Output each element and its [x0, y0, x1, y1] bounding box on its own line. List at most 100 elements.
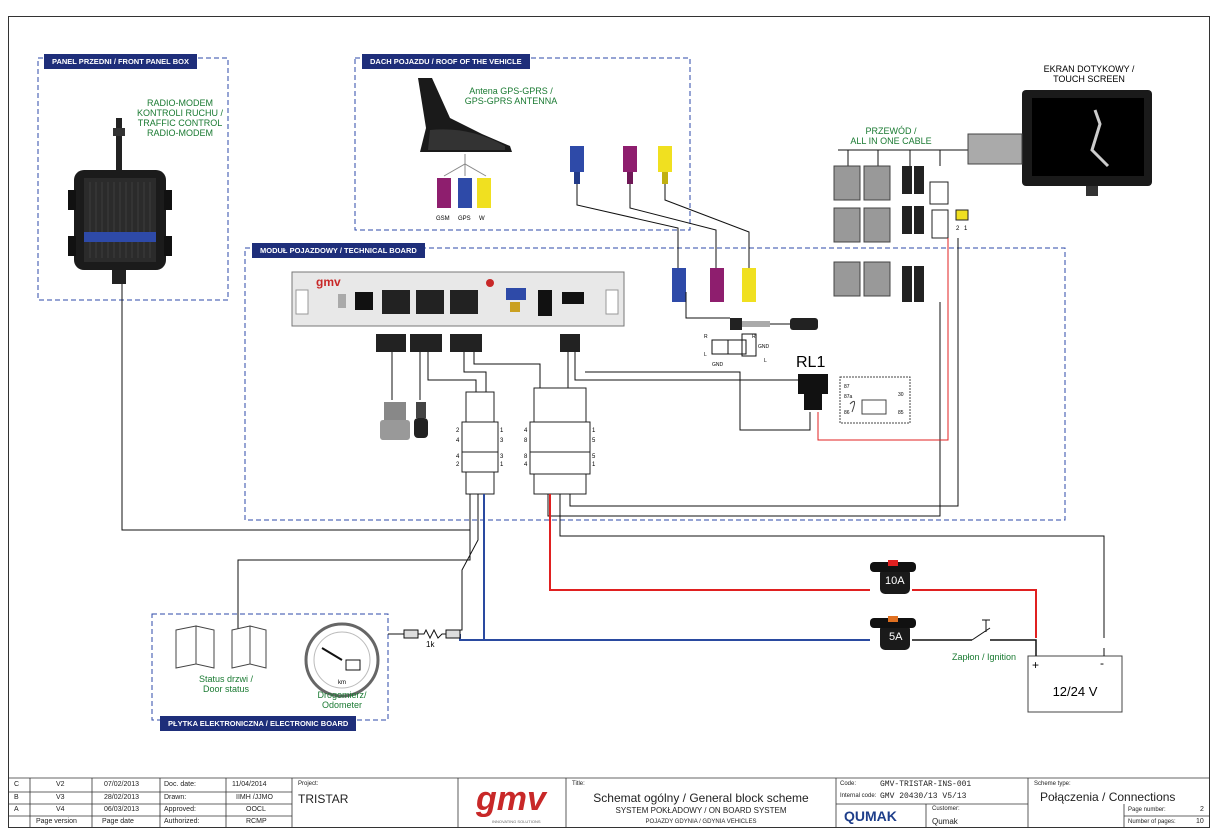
radio-modem-line: RADIO-MODEM [147, 128, 213, 138]
technical-board-label: MODUŁ POJAZDOWY / TECHNICAL BOARD [252, 243, 425, 258]
code-label: Code: [840, 781, 857, 787]
jack-pin: L [704, 352, 707, 358]
pin-label: 4 [456, 454, 460, 460]
all-in-one-cable-icon [833, 149, 1020, 302]
door-status-icon [175, 625, 267, 669]
odometer-icon: km [304, 622, 380, 698]
page-number-label: Page number: [1128, 807, 1166, 813]
col-page-version: Page version [36, 818, 77, 825]
connector-pin: 1 [964, 226, 968, 232]
jack-plug-icon [414, 402, 428, 438]
radio-modem-label: RADIO-MODEM KONTROLI RUCHU / TRAFFIC CON… [132, 98, 228, 138]
qumak-logo: QUMAK [844, 808, 897, 824]
roof-box [354, 57, 691, 231]
relay-pin: 87a [844, 394, 853, 400]
code: GMV-TRISTAR-INS-001 [880, 780, 972, 789]
radio-modem-icon [68, 118, 172, 284]
radio-modem-line: RADIO-MODEM [147, 98, 213, 108]
connector-pin: 2 [956, 226, 960, 232]
gps-antenna-icon [418, 78, 512, 208]
electronic-board-label: PŁYTKA ELEKTRONICZNA / ELECTRONIC BOARD [160, 716, 357, 731]
ignition-switch-icon [971, 619, 991, 641]
rev-a: A [14, 806, 19, 813]
rev-a-version: V4 [56, 806, 65, 813]
pin-label: 1 [592, 428, 596, 434]
odometer-label: Drogomierz/ Odometer [300, 690, 384, 710]
battery-plus: + [1032, 658, 1040, 672]
pin-label: 5 [592, 438, 596, 444]
battery-voltage: 12/24 V [1052, 684, 1098, 699]
audio-jack-cable-icon [730, 318, 818, 330]
rev-c-date: 07/02/2013 [104, 781, 140, 788]
door-status-line: Status drzwi / [198, 674, 254, 684]
battery-minus: - [1100, 656, 1104, 670]
number-of-pages: 10 [1196, 818, 1204, 825]
doc-date-label: Doc. date: [164, 781, 196, 788]
ignition-label: Zapłon / Ignition [951, 652, 1017, 662]
gmv-logo-sub: INNOVATING SOLUTIONS [492, 819, 541, 824]
touch-screen-icon [967, 90, 1152, 196]
pin-label: 8 [524, 438, 528, 444]
relay-diagram [839, 376, 911, 424]
pin-label: 4 [456, 438, 460, 444]
jack-diagram [711, 333, 757, 357]
front-panel-label: PANEL PRZEDNI / FRONT PANEL BOX [44, 54, 197, 69]
antenna-label: Antena GPS-GPRS / GPS-GPRS ANTENNA [456, 86, 566, 106]
rev-b-version: V3 [56, 794, 65, 801]
drawing-frame [8, 16, 1210, 828]
pin-label: 1 [592, 462, 596, 468]
svg-text:gmv: gmv [316, 275, 341, 289]
rev-c: C [14, 781, 20, 788]
internal-code: GMV 20430/13 V5/13 [880, 792, 967, 801]
drawn: IIMH /JJMO [236, 794, 273, 801]
gmv-logo: gmv [476, 780, 546, 818]
pin-label: 4 [524, 462, 528, 468]
scheme-type-label: Scheme type: [1034, 781, 1071, 787]
title-main: Schemat ogólny / General block scheme [593, 791, 809, 805]
technical-board-box [244, 247, 1066, 521]
pin-label: 4 [524, 428, 528, 434]
roof-connectors-icon [570, 146, 672, 184]
relay-label: RL1 [796, 354, 826, 371]
relay-pin: 30 [898, 392, 904, 398]
odometer-line: Odometer [321, 700, 363, 710]
white-plug-right [529, 387, 591, 495]
pin-label: 3 [500, 438, 504, 444]
customer: Qumak [932, 817, 958, 826]
radio-modem-line: KONTROLI RUCHU / [136, 108, 223, 118]
fuse-5a-icon [870, 616, 916, 650]
cable-label-line: ALL IN ONE CABLE [850, 136, 932, 146]
pin-label: 2 [456, 428, 460, 434]
pin-label: 3 [500, 454, 504, 460]
jack-pin: GND [758, 344, 770, 350]
db9-plug-icon [380, 402, 410, 440]
title-label: Title: [572, 781, 585, 787]
rev-b: B [14, 794, 19, 801]
fuse-10a-label: 10A [885, 575, 905, 587]
jack-pin: GND [712, 362, 724, 368]
antenna-port-gps: GPS [458, 216, 471, 222]
svg-text:km: km [338, 680, 346, 686]
antenna-port-w: W [479, 216, 485, 222]
authorized-label: Authorized: [164, 818, 200, 825]
rev-c-version: V2 [56, 781, 65, 788]
internal-code-label: Internal code: [840, 793, 877, 799]
rev-a-date: 06/03/2013 [104, 806, 140, 813]
drawn-label: Drawn: [164, 794, 187, 801]
number-of-pages-label: Number of pages: [1128, 819, 1176, 825]
rev-b-date: 28/02/2013 [104, 794, 140, 801]
antenna-label-line: GPS-GPRS ANTENNA [464, 96, 558, 106]
fuse-10a-icon [870, 560, 916, 594]
jack-pin: R [704, 334, 708, 340]
title-sub: SYSTEM POKŁADOWY / ON BOARD SYSTEM [615, 806, 787, 815]
antenna-label-line: Antena GPS-GPRS / [469, 86, 553, 96]
cable-label: PRZEWÓD / ALL IN ONE CABLE [826, 126, 956, 146]
scheme-type: Połączenia / Connections [1040, 790, 1176, 804]
fuse-5a-label: 5A [889, 631, 903, 643]
project: TRISTAR [298, 792, 349, 806]
radio-modem-line: TRAFFIC CONTROL [137, 118, 223, 128]
pin-label: 1 [500, 462, 504, 468]
pin-label: 8 [524, 454, 528, 460]
page-number: 2 [1200, 806, 1204, 813]
